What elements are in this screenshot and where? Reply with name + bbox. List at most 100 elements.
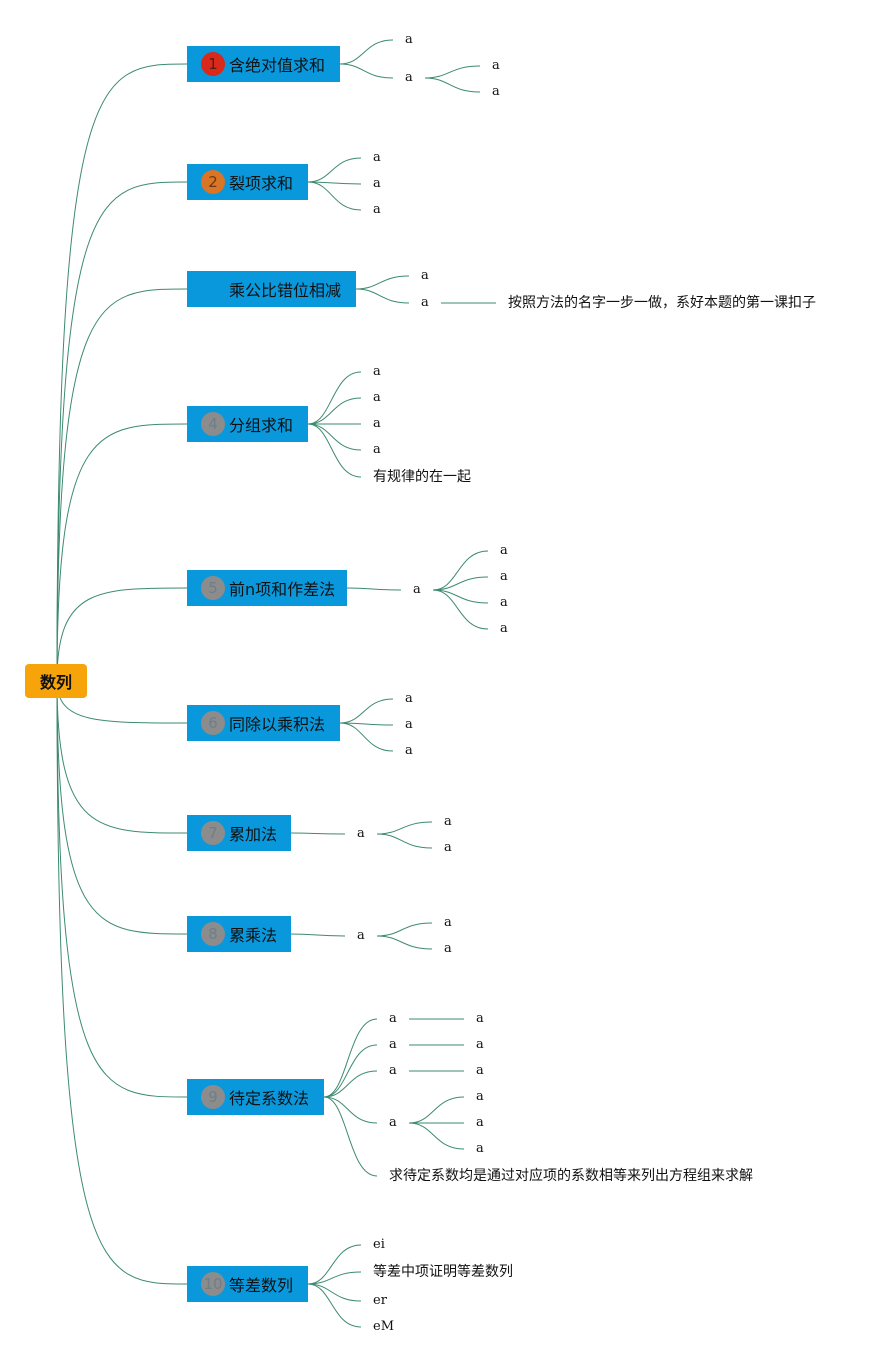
leaf-node[interactable]: a: [476, 1037, 484, 1052]
connector: [307, 1271, 362, 1285]
topic-label: 裂项求和: [229, 174, 294, 193]
connector: [376, 833, 433, 849]
leaf-node[interactable]: a: [492, 84, 500, 99]
topic-label: 分组求和: [229, 416, 294, 435]
topic-label: 待定系数法: [229, 1089, 310, 1108]
root-connector: [56, 680, 188, 1098]
connector: [307, 157, 362, 183]
leaf-node[interactable]: 按照方法的名字一步一做，系好本题的第一课扣子: [508, 295, 816, 311]
connector: [376, 922, 433, 937]
leaf-node[interactable]: a: [476, 1011, 484, 1026]
priority-badge-icon: [201, 277, 225, 301]
connector: [307, 423, 362, 478]
leaf-node[interactable]: a: [389, 1011, 397, 1026]
leaf-node[interactable]: a: [405, 32, 413, 47]
leaf-node[interactable]: a: [500, 595, 508, 610]
leaf-node[interactable]: 有规律的在一起: [373, 469, 471, 485]
priority-badge-icon: 2: [201, 170, 225, 194]
leaf-node[interactable]: a: [476, 1089, 484, 1104]
leaf-node[interactable]: a: [405, 70, 413, 85]
leaf-node[interactable]: ei: [373, 1237, 385, 1252]
leaf-node[interactable]: 等差中项证明等差数列: [373, 1264, 513, 1280]
leaf-node[interactable]: a: [492, 58, 500, 73]
priority-badge-icon: 8: [201, 922, 225, 946]
topic-label: 乘公比错位相减: [229, 281, 342, 300]
root-node[interactable]: 数列: [25, 664, 87, 698]
connector: [424, 77, 481, 93]
leaf-node[interactable]: a: [373, 202, 381, 217]
leaf-node[interactable]: a: [500, 543, 508, 558]
leaf-node[interactable]: a: [373, 416, 381, 431]
connector: [408, 1122, 465, 1150]
priority-badge-icon: 4: [201, 412, 225, 436]
connector: [346, 587, 402, 591]
leaf-node[interactable]: a: [389, 1115, 397, 1130]
connector: [323, 1018, 378, 1098]
leaf-node[interactable]: a: [373, 442, 381, 457]
leaf-node[interactable]: a: [444, 915, 452, 930]
connector: [307, 423, 362, 451]
leaf-node[interactable]: a: [476, 1115, 484, 1130]
connector: [424, 65, 481, 79]
leaf-node[interactable]: a: [405, 691, 413, 706]
leaf-node[interactable]: a: [357, 928, 365, 943]
connector: [323, 1044, 378, 1098]
leaf-node[interactable]: a: [389, 1063, 397, 1078]
connector: [323, 1070, 378, 1098]
leaf-node[interactable]: 求待定系数均是通过对应项的系数相等来列出方程组来求解: [389, 1168, 753, 1184]
leaf-node[interactable]: a: [476, 1141, 484, 1156]
connector: [355, 275, 410, 290]
leaf-node[interactable]: a: [357, 826, 365, 841]
leaf-node[interactable]: a: [373, 364, 381, 379]
root-connector: [56, 680, 188, 935]
leaf-node[interactable]: a: [476, 1063, 484, 1078]
priority-badge-icon: 9: [201, 1085, 225, 1109]
priority-badge-icon: 1: [201, 52, 225, 76]
connector: [339, 63, 394, 79]
connector: [355, 288, 410, 304]
leaf-node[interactable]: a: [500, 621, 508, 636]
leaf-node[interactable]: a: [373, 390, 381, 405]
leaf-node[interactable]: eM: [373, 1319, 395, 1334]
topic-label: 等差数列: [229, 1276, 294, 1295]
leaf-node[interactable]: a: [421, 295, 429, 310]
topic-label: 同除以乘积法: [229, 715, 326, 734]
connector: [432, 576, 489, 591]
leaf-node[interactable]: a: [444, 814, 452, 829]
root-connector: [56, 423, 188, 682]
root-connector: [56, 680, 188, 1285]
topic-t3[interactable]: 乘公比错位相减: [187, 271, 356, 307]
leaf-node[interactable]: a: [373, 150, 381, 165]
leaf-node[interactable]: a: [389, 1037, 397, 1052]
connector: [323, 1096, 378, 1124]
leaf-node[interactable]: a: [373, 176, 381, 191]
leaf-node[interactable]: er: [373, 1293, 387, 1308]
connector: [339, 698, 394, 724]
leaf-node[interactable]: a: [500, 569, 508, 584]
connector: [307, 397, 362, 425]
priority-badge-icon: 5: [201, 576, 225, 600]
leaf-node[interactable]: a: [444, 840, 452, 855]
leaf-node[interactable]: a: [405, 717, 413, 732]
connector: [432, 589, 489, 604]
connector: [307, 1283, 362, 1328]
leaf-node[interactable]: a: [405, 743, 413, 758]
root-connector: [56, 680, 188, 834]
connector: [408, 1096, 465, 1124]
connector: [307, 371, 362, 425]
leaf-node[interactable]: a: [444, 941, 452, 956]
leaf-node[interactable]: a: [421, 268, 429, 283]
connector: [307, 181, 362, 211]
leaf-node[interactable]: a: [413, 582, 421, 597]
